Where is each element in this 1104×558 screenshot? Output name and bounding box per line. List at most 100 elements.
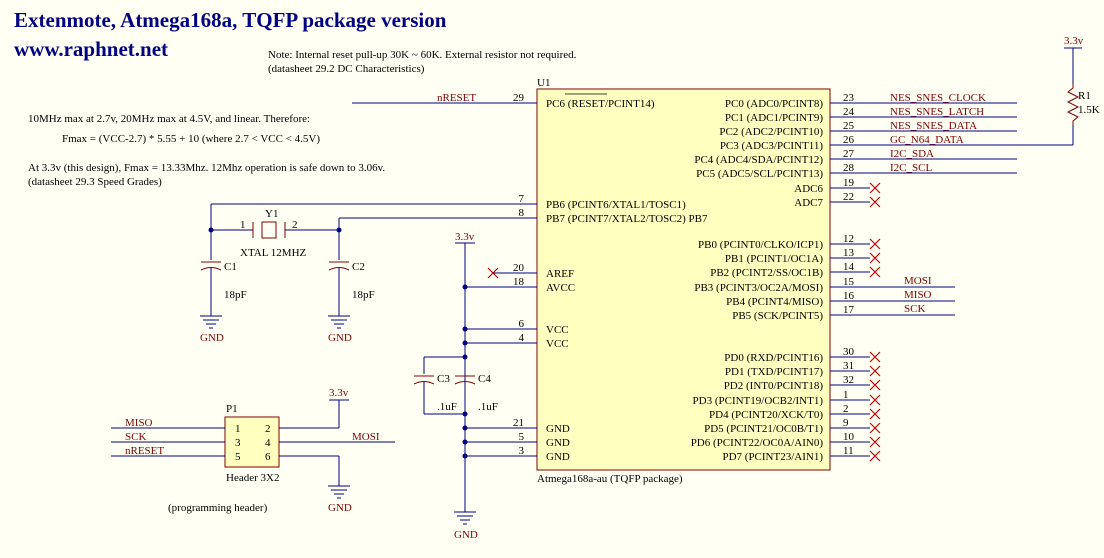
- u1-left-pin-num: 20: [513, 262, 525, 274]
- u1-right-pin-name: ADC7: [794, 197, 823, 209]
- p1-pin1: 1: [235, 423, 241, 435]
- y1-pin1: 1: [240, 219, 246, 231]
- note-reset-2: (datasheet 29.2 DC Characteristics): [268, 63, 425, 75]
- u1-right-pin-name: PD6 (PCINT22/OC0A/AIN0): [691, 437, 824, 449]
- net-miso: MISO: [904, 289, 932, 301]
- u1-right-pin-num: 23: [843, 92, 855, 104]
- c4-value: .1uF: [478, 401, 498, 413]
- u1-right-pin-name: ADC6: [794, 183, 823, 195]
- u1-right-pin-name: PC0 (ADC0/PCINT8): [725, 98, 823, 110]
- u1-right-pin-name: PB3 (PCINT3/OC2A/MOSI): [694, 282, 823, 294]
- u1-left-pin-num: 21: [513, 417, 524, 429]
- p1-note: (programming header): [168, 502, 268, 514]
- u1-right-pin-num: 32: [843, 374, 854, 386]
- u1-right-pin-num: 24: [843, 106, 855, 118]
- u1-left-pin-name: AREF: [546, 268, 574, 280]
- net-i2c-sda: I2C_SDA: [890, 148, 934, 160]
- u1-right-pin-num: 28: [843, 162, 855, 174]
- u1-right-pin-name: PC4 (ADC4/SDA/PCINT12): [694, 154, 823, 166]
- u1-left-pin-name: AVCC: [546, 282, 575, 294]
- no-connect-mark: [869, 379, 881, 391]
- u1-right-pin-num: 17: [843, 304, 855, 316]
- no-connect-mark: [869, 408, 881, 420]
- no-connect-mark: [869, 436, 881, 448]
- u1-right-pin-num: 12: [843, 233, 854, 245]
- net-i2c-scl: I2C_SCL: [890, 162, 932, 174]
- net-mosi: MOSI: [904, 275, 932, 287]
- no-connect-mark: [869, 422, 881, 434]
- note-reset-1: Note: Internal reset pull-up 30K ~ 60K. …: [268, 49, 577, 61]
- gnd-c2-label: GND: [328, 332, 352, 344]
- u1-right-pin-num: 31: [843, 360, 854, 372]
- c4-ref: C4: [478, 373, 491, 385]
- c2-value: 18pF: [352, 289, 375, 301]
- title-line1: Extenmote, Atmega168a, TQFP package vers…: [14, 8, 447, 32]
- u1-left-pin-num: 5: [519, 431, 525, 443]
- u1-right-pin-name: PD2 (INT0/PCINT18): [724, 380, 824, 392]
- u1-right-pin-name: PD4 (PCINT20/XCK/T0): [709, 409, 823, 421]
- no-connect-mark: [869, 266, 881, 278]
- u1-left-pin-num: 4: [519, 332, 525, 344]
- u1-right-pin-num: 27: [843, 148, 855, 160]
- u1-right-pin-name: PC1 (ADC1/PCINT9): [725, 112, 823, 124]
- u1-right-pin-name: PD7 (PCINT23/AIN1): [722, 451, 823, 463]
- u1-right-pin-num: 10: [843, 431, 855, 443]
- header-net-sck: SCK: [125, 431, 146, 443]
- u1-right-pin-num: 9: [843, 417, 849, 429]
- u1-left-pin-num: 6: [519, 318, 525, 330]
- gnd-c1-label: GND: [200, 332, 224, 344]
- no-connect-mark: [869, 182, 881, 194]
- y1-ref: Y1: [265, 208, 278, 220]
- u1-left-pin-name: GND: [546, 437, 570, 449]
- u1-value: Atmega168a-au (TQFP package): [537, 473, 683, 485]
- c2-ref: C2: [352, 261, 365, 273]
- p1-value: Header 3X2: [226, 472, 279, 484]
- u1-right-pin-num: 14: [843, 261, 855, 273]
- u1-right-pin-name: PB5 (SCK/PCINT5): [732, 310, 823, 322]
- r1-resistor: [1066, 84, 1080, 125]
- u1-left-pin-name: VCC: [546, 324, 569, 336]
- no-connect-mark: [869, 196, 881, 208]
- no-connect-mark: [869, 238, 881, 250]
- u1-right-pin-name: PD3 (PCINT19/OCB2/INT1): [693, 395, 824, 407]
- u1-left-pin-name: GND: [546, 451, 570, 463]
- title-line2: www.raphnet.net: [14, 37, 168, 61]
- header-net-miso: MISO: [125, 417, 153, 429]
- u1-right-pin-num: 11: [843, 445, 854, 457]
- header-gnd-label: GND: [328, 502, 352, 514]
- u1-body: [536, 88, 831, 471]
- u1-right-pin-name: PD5 (PCINT21/OC0B/T1): [704, 423, 823, 435]
- note-freq-4: (datasheet 29.3 Speed Grades): [28, 176, 162, 188]
- u1-right-pin-name: PB0 (PCINT0/CLKO/ICP1): [698, 239, 823, 251]
- no-connect-mark: [869, 394, 881, 406]
- p1-pin6: 6: [265, 451, 271, 463]
- u1-left-pin-num: 8: [519, 207, 525, 219]
- p1-pin3: 3: [235, 437, 241, 449]
- u1-right-pin-name: PC3 (ADC3/PCINT11): [720, 140, 824, 152]
- header-net-nreset: nRESET: [125, 445, 164, 457]
- u1-right-pin-num: 30: [843, 346, 855, 358]
- p1-pin5: 5: [235, 451, 241, 463]
- note-freq-3: At 3.3v (this design), Fmax = 13.33Mhz. …: [28, 162, 385, 174]
- u1-left-pin-name: PC6 (RESET/PCINT14): [546, 98, 655, 110]
- note-freq-1: 10MHz max at 2.7v, 20MHz max at 4.5V, an…: [28, 113, 310, 125]
- u1-left-pin-num: 29: [513, 92, 525, 104]
- u1-left-pin-num: 3: [519, 445, 525, 457]
- u1-right-pin-num: 1: [843, 389, 849, 401]
- u1-right-pin-name: PB1 (PCINT1/OC1A): [725, 253, 823, 265]
- u1-right-pin-num: 25: [843, 120, 855, 132]
- p1-ref: P1: [226, 403, 238, 415]
- u1-left-pin-name: GND: [546, 423, 570, 435]
- u1-left-pin-name: PB7 (PCINT7/XTAL2/TOSC2) PB7: [546, 213, 708, 225]
- u1-left-pin-name: PB6 (PCINT6/XTAL1/TOSC1): [546, 199, 686, 211]
- r1-value: 1.5K: [1078, 104, 1100, 116]
- u1-right-pin-name: PC2 (ADC2/PCINT10): [719, 126, 823, 138]
- u1-right-pin-name: PD0 (RXD/PCINT16): [724, 352, 823, 364]
- c3-ref: C3: [437, 373, 450, 385]
- u1-right-pin-name: PD1 (TXD/PCINT17): [725, 366, 823, 378]
- gnd-main-label: GND: [454, 529, 478, 541]
- vcc-power-label: 3.3v: [455, 231, 475, 243]
- net-sck: SCK: [904, 303, 925, 315]
- r1-power-label: 3.3v: [1064, 35, 1084, 47]
